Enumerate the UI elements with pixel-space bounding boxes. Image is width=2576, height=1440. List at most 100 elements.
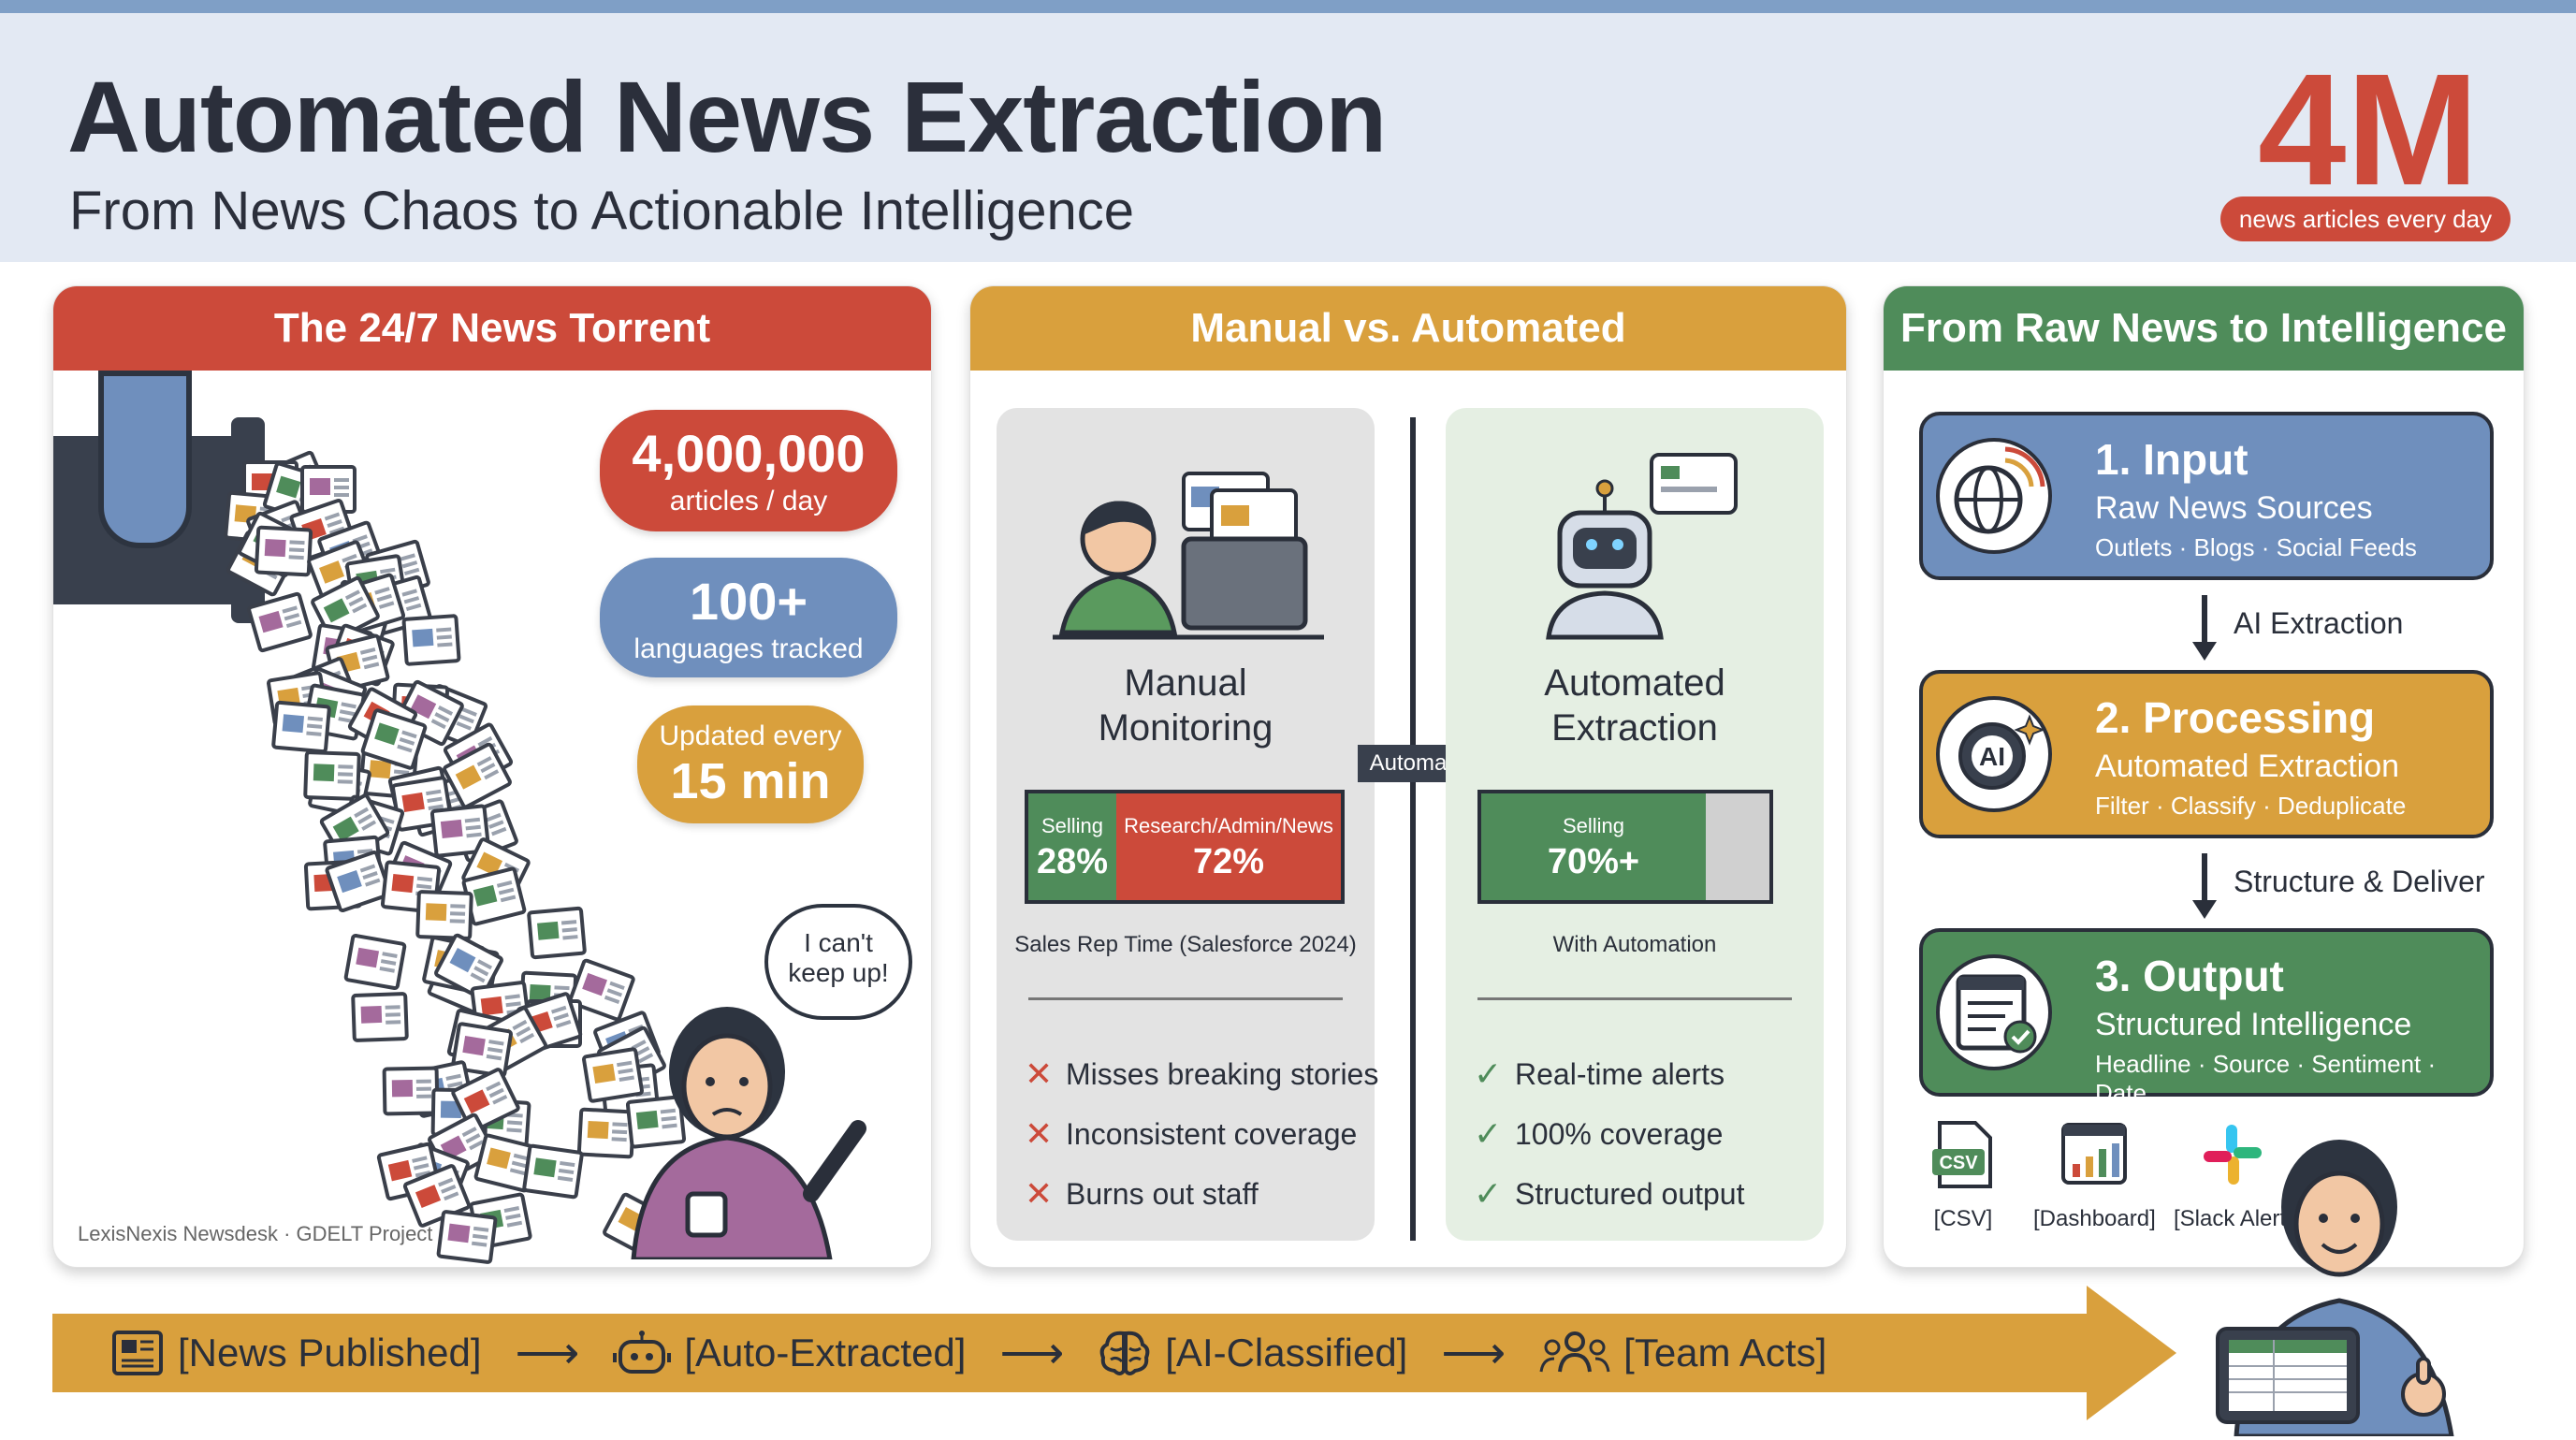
automated-column: Automated Extraction Selling 70%+ With A… <box>1446 408 1824 1241</box>
check-icon: ✓ <box>1474 1174 1503 1213</box>
list-item: ✓Real-time alerts <box>1474 1044 1744 1104</box>
research-admin-segment: Research/Admin/News 72% <box>1116 793 1341 900</box>
stat-value: 4,000,000 <box>632 424 866 483</box>
step-subtitle: Structured Intelligence <box>2095 1007 2412 1042</box>
segment-value: 28% <box>1036 842 1109 881</box>
list-item-text: Inconsistent coverage <box>1066 1116 1358 1151</box>
team-icon <box>1539 1331 1610 1373</box>
workflow-arrow <box>52 1314 2092 1392</box>
headline-number-caption: news articles every day <box>2220 196 2511 241</box>
pipe-spout-icon <box>98 371 192 548</box>
connector-ai-extraction: AI Extraction <box>2192 595 2520 666</box>
overwhelmed-person-icon <box>631 1007 866 1259</box>
manual-drawbacks-list: ✕Misses breaking stories ✕Inconsistent c… <box>1025 1044 1378 1224</box>
dashboard-icon <box>2061 1123 2128 1185</box>
automated-benefits-list: ✓Real-time alerts ✓ 100% coverage ✓ Struct… <box>1474 1044 1744 1224</box>
step-input: 1. Input Raw News Sources Outlets · Blog… <box>1919 412 2494 580</box>
list-item-text: Real-time alerts <box>1515 1056 1725 1091</box>
page-subtitle: From News Chaos to Actionable Intelligen… <box>69 181 1135 241</box>
csv-file-icon: CSV <box>1932 1121 1992 1188</box>
speech-line: I can't <box>804 928 873 957</box>
flow-step: [Auto-Extracted] <box>613 1329 966 1377</box>
speech-line: keep up! <box>788 958 889 987</box>
news-article-icon <box>400 613 461 666</box>
segment-value: 70%+ <box>1547 842 1640 881</box>
list-item-text: 100% coverage <box>1515 1116 1724 1151</box>
list-item: ✕Misses breaking stories <box>1025 1044 1378 1104</box>
news-article-icon <box>302 750 361 802</box>
news-article-icon <box>435 1209 498 1265</box>
news-article-icon <box>270 700 331 754</box>
automated-title: Automated Extraction <box>1446 661 1824 750</box>
step-title: 1. Input <box>2095 435 2249 484</box>
ai-icon-text: AI <box>1979 742 2005 771</box>
header: Automated News Extraction From News Chao… <box>0 13 2576 262</box>
top-accent-line <box>0 0 2576 13</box>
output-label: [Slack Alert] <box>2174 1206 2292 1231</box>
speech-bubble: I can't keep up! <box>764 904 912 1020</box>
column-divider <box>1410 417 1416 1241</box>
step-detail: Headline · Source · Sentiment · Date <box>2095 1050 2437 1107</box>
step-detail: Outlets · Blogs · Social Feeds <box>2095 533 2417 561</box>
csv-icon-text: CSV <box>1939 1153 1978 1173</box>
workflow-arrow-head-icon <box>2087 1286 2176 1420</box>
arrow-line <box>2202 595 2207 646</box>
stat-label: languages tracked <box>633 633 864 664</box>
segment-value: 72% <box>1192 842 1265 881</box>
stat-value: 100+ <box>689 572 808 631</box>
pipeline-heading: From Raw News to Intelligence <box>1884 286 2524 371</box>
flow-step-label: [News Published] <box>178 1331 482 1375</box>
arrow-down-icon <box>2192 642 2217 661</box>
headline-number: 4M <box>2257 41 2480 219</box>
list-item-text: Structured output <box>1515 1176 1745 1211</box>
news-article-icon <box>254 525 313 577</box>
title-line: Monitoring <box>1098 707 1273 749</box>
stat-articles-per-day: 4,000,000 articles / day <box>600 410 897 531</box>
manual-bar-caption: Sales Rep Time (Salesforce 2024) <box>1014 932 1357 957</box>
globe-icon <box>1936 438 2052 554</box>
segment-label: Selling <box>1041 814 1104 837</box>
check-icon: ✓ <box>1474 1114 1503 1153</box>
happy-presenter-icon <box>2216 1140 2454 1436</box>
stressed-worker-icon <box>1053 472 1324 640</box>
workflow-steps: [News Published] ⟶ [Auto-Extracted] ⟶ [A… <box>110 1314 1826 1392</box>
output-csv: CSV [CSV] <box>1928 1119 1998 1232</box>
list-item: ✕Inconsistent coverage <box>1025 1104 1378 1164</box>
segment-label: Selling <box>1562 814 1625 837</box>
cross-icon: ✕ <box>1025 1055 1054 1093</box>
segment-label: Research/Admin/News <box>1124 814 1333 837</box>
news-article-icon <box>521 1143 585 1200</box>
connector-label: AI Extraction <box>2234 606 2404 640</box>
manual-vs-automated-panel: Manual vs. Automated Manual Monitoring S… <box>969 285 1847 1268</box>
manual-title: Manual Monitoring <box>997 661 1375 750</box>
robot-icon <box>613 1331 672 1374</box>
source-credit: LexisNexis Newsdesk · GDELT Project <box>78 1222 433 1245</box>
flow-step: [News Published] <box>110 1329 482 1377</box>
stat-label: articles / day <box>669 486 828 516</box>
manual-column: Manual Monitoring Selling 28% Research/A… <box>997 408 1378 1241</box>
output-dashboard: [Dashboard] <box>2033 1119 2156 1232</box>
list-item: ✓ 100% coverage <box>1474 1104 1744 1164</box>
robot-icon <box>1546 453 1738 640</box>
news-article-icon <box>343 933 408 991</box>
automated-bar-caption: With Automation <box>1552 932 1717 957</box>
newspaper-icon <box>112 1331 163 1375</box>
news-article-icon <box>351 992 410 1043</box>
news-torrent-panel: The 24/7 News Torrent 4,000,000 articles… <box>52 285 932 1268</box>
manual-vs-automated-heading: Manual vs. Automated <box>970 286 1846 371</box>
divider <box>1477 997 1792 1000</box>
selling-segment: Selling 70%+ <box>1481 793 1706 900</box>
manual-time-bar: Selling 28% Research/Admin/News 72% <box>1025 790 1345 904</box>
flow-step-label: [AI-Classified] <box>1165 1331 1408 1375</box>
step-title: 2. Processing <box>2095 693 2376 742</box>
output-slack-alert: [Slack Alert] <box>2174 1119 2292 1232</box>
selling-segment: Selling 28% <box>1028 793 1116 900</box>
flow-step-label: [Team Acts] <box>1623 1331 1827 1375</box>
step-output: 3. Output Structured Intelligence Headli… <box>1919 928 2494 1107</box>
step-title: 3. Output <box>2095 952 2284 1000</box>
pipeline-panel: From Raw News to Intelligence 1. Input R… <box>1883 285 2525 1268</box>
structured-doc-icon <box>1936 954 2052 1070</box>
stat-languages: 100+ languages tracked <box>600 558 897 677</box>
news-torrent-heading: The 24/7 News Torrent <box>53 286 931 371</box>
connector-structure-deliver: Structure & Deliver <box>2192 853 2520 924</box>
